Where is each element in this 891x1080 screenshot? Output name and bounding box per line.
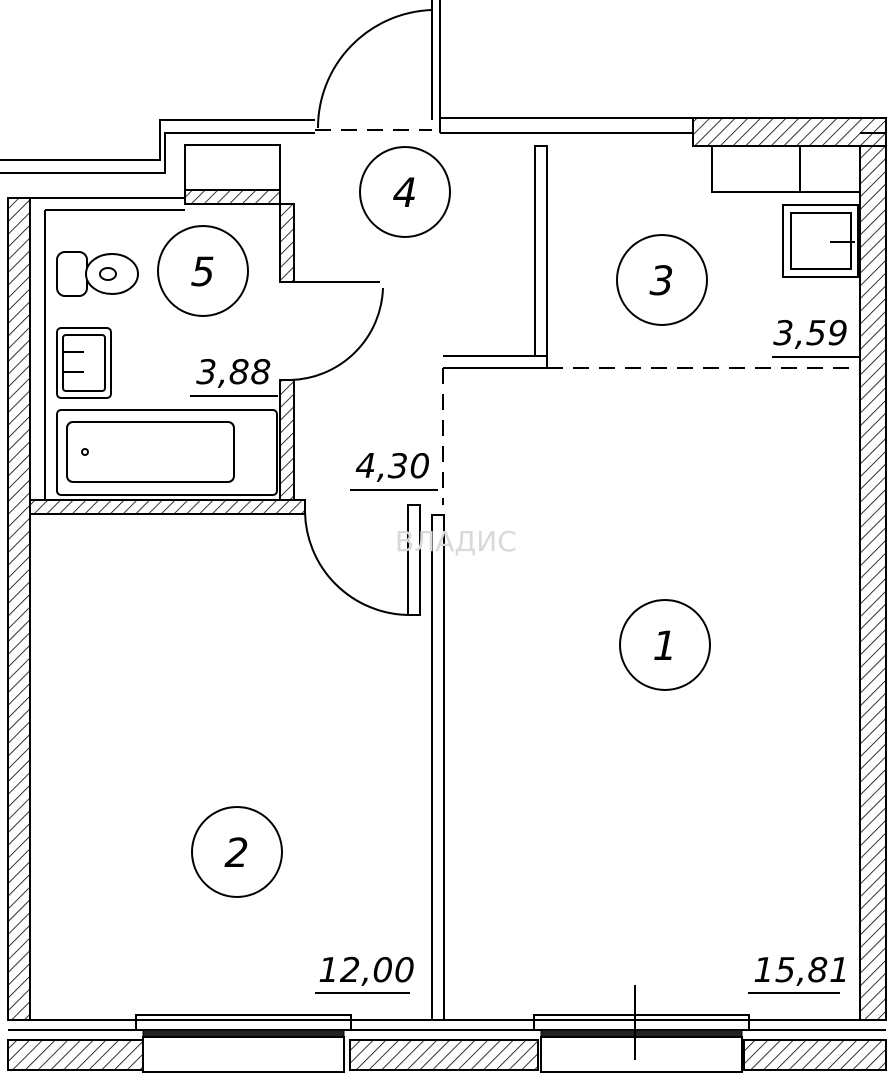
bathtub-icon — [56, 409, 278, 496]
top-right-wall — [692, 117, 887, 147]
room-2-number: 2 — [224, 831, 249, 877]
room-4-marker: 4 — [359, 146, 451, 238]
area-labels: 15,81 12,00 3,59 4,30 3,88 — [190, 314, 860, 994]
room-labels: 1 2 3 4 5 — [157, 146, 711, 898]
bathroom-bottom-wall — [29, 499, 306, 515]
entrance-door-swing — [317, 9, 433, 129]
window-left — [135, 1014, 352, 1073]
bathroom-right-wall-lower — [279, 379, 295, 501]
room-1-area: 15,81 — [753, 951, 850, 991]
room-5-area: 3,88 — [196, 353, 272, 393]
room-3-number: 3 — [649, 259, 674, 305]
toilet-icon — [56, 251, 139, 297]
room-4-area: 4,30 — [355, 447, 431, 487]
left-exterior-wall — [7, 197, 31, 1021]
bathroom-door-swing — [289, 287, 384, 381]
doors — [289, 9, 433, 616]
room-4-number: 4 — [392, 171, 417, 217]
watermark: ВЛАДИС — [395, 525, 517, 558]
room-1-number: 1 — [652, 624, 677, 670]
bottom-wall-left — [7, 1039, 144, 1071]
kitchen-sink-icon — [782, 204, 859, 278]
room-2-marker: 2 — [191, 806, 283, 898]
right-exterior-wall — [859, 132, 887, 1021]
room-5-number: 5 — [190, 250, 215, 296]
windows — [135, 1014, 750, 1073]
window-right — [533, 1014, 750, 1073]
room-3-area: 3,59 — [773, 314, 849, 354]
exterior-walls — [7, 117, 887, 1071]
room-2-door-swing — [304, 511, 409, 616]
bottom-wall-right — [743, 1039, 887, 1071]
room-1-marker: 1 — [619, 599, 711, 691]
washbasin-icon — [56, 327, 112, 399]
zone-boundaries — [315, 129, 860, 505]
room-5-marker: 5 — [157, 225, 249, 317]
room-2-area: 12,00 — [318, 951, 415, 991]
bathroom-top-wall — [184, 189, 281, 205]
wall-outlines — [0, 0, 886, 1060]
room-3-marker: 3 — [616, 234, 708, 326]
fixtures — [56, 204, 859, 496]
bottom-wall-middle — [349, 1039, 539, 1071]
bathroom-right-wall-upper — [279, 203, 295, 283]
